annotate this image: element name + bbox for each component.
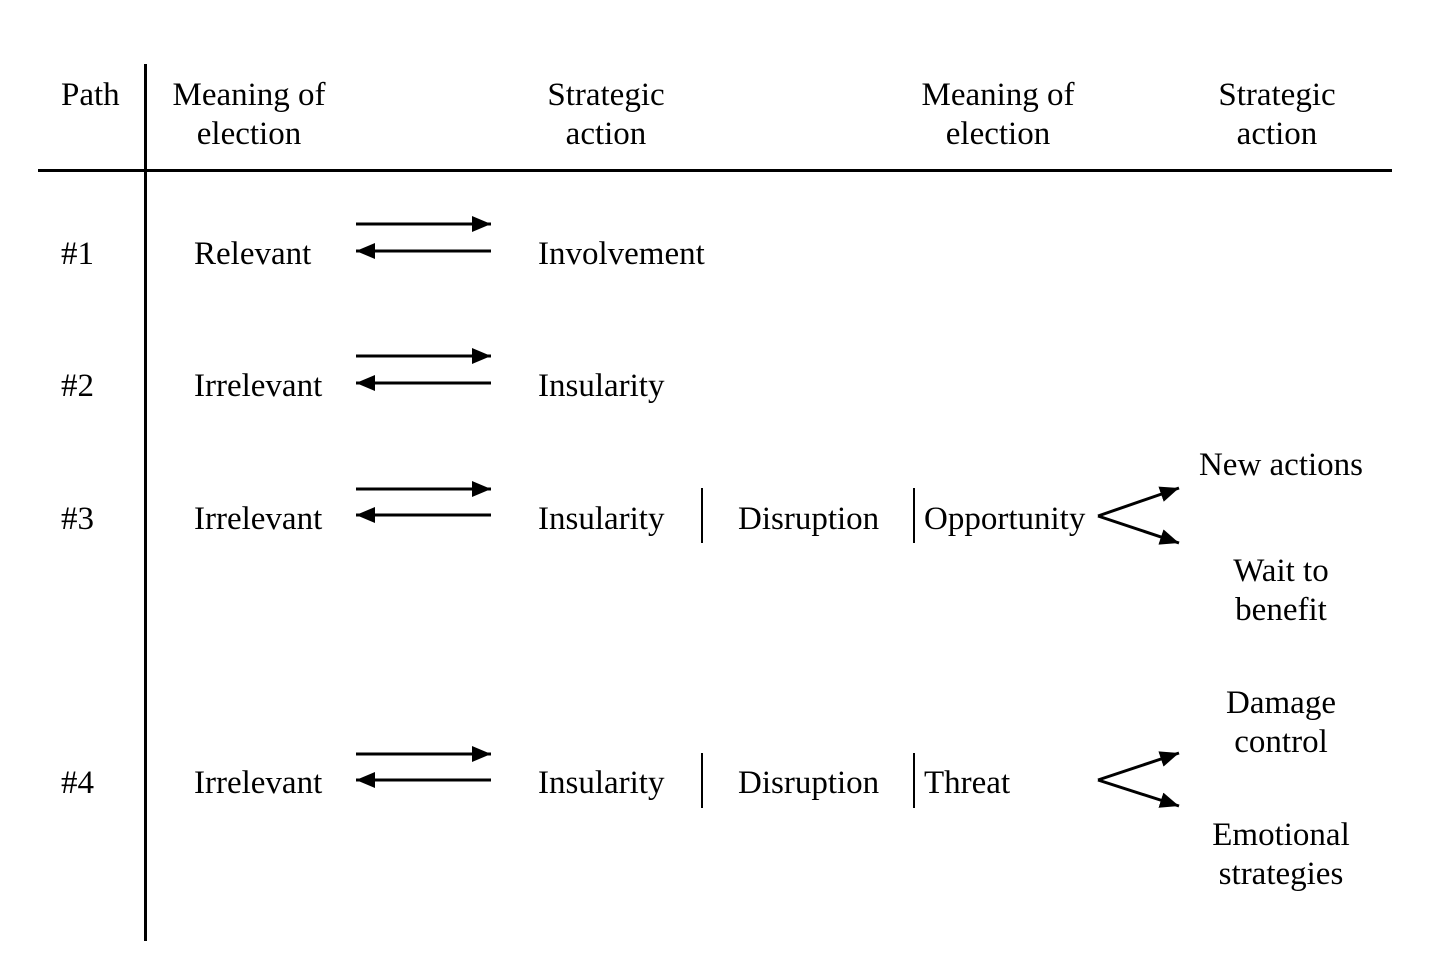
row-4-meaning: Irrelevant bbox=[194, 765, 323, 801]
row-3-path: #3 bbox=[61, 501, 94, 537]
row-3-outcome-1: New actions bbox=[1199, 446, 1363, 485]
header-meaning-of-election-1: Meaning of election bbox=[172, 76, 325, 154]
header-meaning-2-line-1: Meaning of bbox=[921, 77, 1075, 113]
header-strategic-action-1: Strategic action bbox=[547, 76, 664, 154]
row-4-action: Insularity bbox=[538, 765, 665, 801]
header-meaning-1-line-2: election bbox=[196, 116, 302, 152]
row-1-meaning: Relevant bbox=[194, 236, 312, 272]
header-meaning-2-line-2: election bbox=[945, 116, 1051, 152]
row-4-outcome-2-line-1: Emotional bbox=[1212, 817, 1350, 853]
row-3-meaning: Irrelevant bbox=[194, 501, 323, 537]
row-2-meaning: Irrelevant bbox=[194, 368, 323, 404]
row-1-path: #1 bbox=[61, 236, 94, 272]
row-3-outcome-2-line-2: benefit bbox=[1235, 592, 1327, 628]
header-action-1-line-2: action bbox=[565, 116, 647, 152]
row-4-path: #4 bbox=[61, 765, 94, 801]
row-4-outcome-1-line-2: control bbox=[1234, 724, 1328, 760]
header-meaning-of-election-2: Meaning of election bbox=[921, 76, 1074, 154]
row-4-outcome-2: Emotional strategies bbox=[1212, 816, 1349, 894]
header-action-2-line-1: Strategic bbox=[1218, 77, 1336, 113]
row-3-outcome-2-line-1: Wait to bbox=[1233, 553, 1329, 589]
row-4-meaning-2: Threat bbox=[924, 765, 1011, 801]
row-1-bidirectional-arrow-icon bbox=[356, 216, 491, 259]
row-2-path: #2 bbox=[61, 368, 94, 404]
header-path: Path bbox=[61, 77, 120, 113]
row-1-action: Involvement bbox=[538, 236, 705, 272]
row-3-event: Disruption bbox=[738, 501, 880, 537]
row-2-bidirectional-arrow-icon bbox=[356, 348, 491, 391]
row-4-branch-arrow-icon bbox=[1097, 751, 1180, 808]
header-meaning-1-line-1: Meaning of bbox=[172, 77, 326, 113]
row-4-outcome-1: Damage control bbox=[1226, 684, 1336, 762]
row-3-outcome-2: Wait to benefit bbox=[1233, 552, 1328, 630]
row-4-outcome-1-line-1: Damage bbox=[1226, 685, 1336, 721]
header-strategic-action-2: Strategic action bbox=[1218, 76, 1335, 154]
row-3-branch-arrow-icon bbox=[1097, 486, 1180, 545]
row-3-bidirectional-arrow-icon bbox=[356, 481, 491, 523]
row-3-meaning-2: Opportunity bbox=[924, 501, 1086, 537]
row-3-action: Insularity bbox=[538, 501, 665, 537]
row-4-event: Disruption bbox=[738, 765, 880, 801]
row-4-bidirectional-arrow-icon bbox=[356, 746, 491, 788]
row-2-action: Insularity bbox=[538, 368, 665, 404]
header-action-2-line-2: action bbox=[1236, 116, 1318, 152]
row-3-outcome-1-line-1: New actions bbox=[1198, 447, 1364, 483]
row-4-outcome-2-line-2: strategies bbox=[1218, 856, 1344, 892]
header-action-1-line-1: Strategic bbox=[547, 77, 665, 113]
header-divider bbox=[38, 169, 1392, 172]
path-column-divider bbox=[144, 64, 147, 941]
